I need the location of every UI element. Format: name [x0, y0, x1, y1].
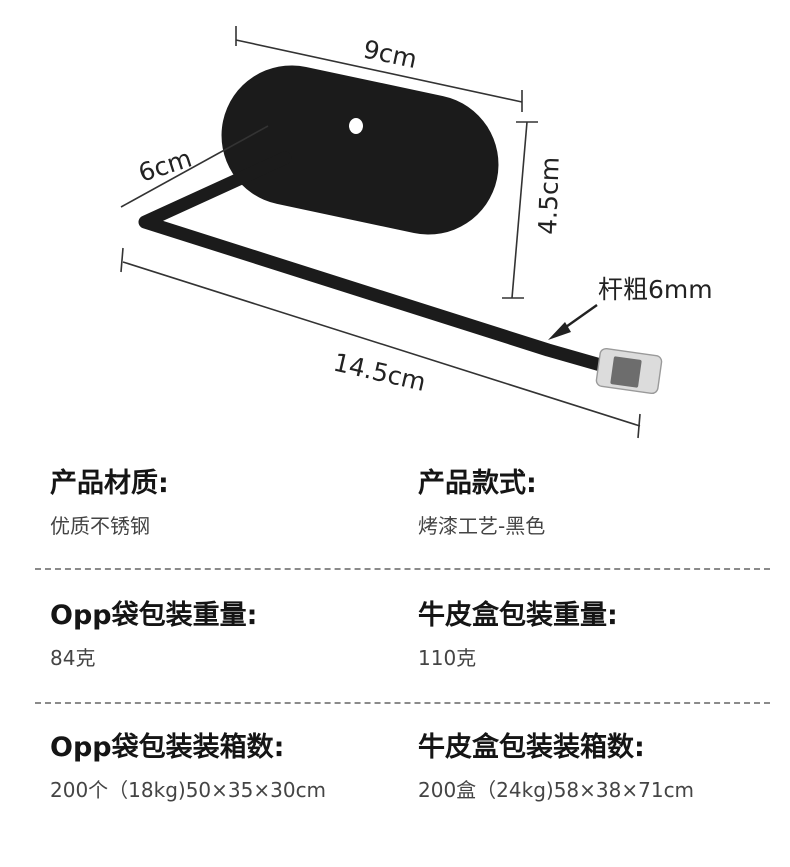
spec-opp-box-label: Opp袋包装装箱数:	[50, 732, 285, 763]
wall-plate	[221, 65, 499, 243]
spec-style: 产品款式: 烤漆工艺-黑色	[418, 450, 545, 540]
spec-opp-weight-label: Opp袋包装重量:	[50, 600, 258, 631]
screw-hole-top-icon	[349, 118, 363, 134]
dimension-arm-label: 6cm	[135, 143, 195, 187]
spec-row-material: 产品材质: 优质不锈钢 产品款式: 烤漆工艺-黑色	[0, 450, 790, 582]
spec-kraft-weight-value: 110克	[418, 646, 477, 670]
spec-kraft-box-value: 200盒（24kg)58×38×71cm	[418, 778, 695, 802]
spec-kraft-box: 牛皮盒包装装箱数: 200盒（24kg)58×38×71cm	[418, 714, 694, 804]
product-diagram: 9cm 4.5cm 6cm	[120, 26, 713, 439]
dimension-line-width	[235, 26, 523, 112]
dashed-divider	[35, 568, 770, 570]
screw-hole-bottom-icon	[347, 227, 361, 243]
spec-opp-weight: Opp袋包装重量: 84克	[50, 582, 257, 672]
spec-row-boxing: Opp袋包装装箱数: 200个（18kg)50×35×30cm 牛皮盒包装装箱数…	[0, 714, 790, 846]
spec-opp-box: Opp袋包装装箱数: 200个（18kg)50×35×30cm	[50, 714, 326, 804]
spec-row-weight: Opp袋包装重量: 84克 牛皮盒包装重量: 110克	[0, 582, 790, 714]
rod-thickness-arrow-icon	[548, 304, 598, 340]
spec-style-label: 产品款式:	[418, 468, 537, 499]
holder-rod	[138, 151, 611, 373]
dimension-height-label: 4.5cm	[533, 156, 565, 235]
rod-thickness-label: 杆粗6mm	[598, 275, 713, 304]
spec-opp-weight-value: 84克	[50, 646, 96, 670]
spec-kraft-weight: 牛皮盒包装重量: 110克	[418, 582, 618, 672]
spec-opp-box-value: 200个（18kg)50×35×30cm	[50, 778, 327, 802]
rod-end-cap-icon	[595, 347, 663, 395]
spec-style-value: 烤漆工艺-黑色	[418, 514, 546, 538]
spec-table: 产品材质: 优质不锈钢 产品款式: 烤漆工艺-黑色 Opp袋包装重量: 84克 …	[0, 450, 790, 846]
spec-kraft-box-label: 牛皮盒包装装箱数:	[418, 732, 645, 763]
spec-material: 产品材质: 优质不锈钢	[50, 450, 169, 540]
spec-material-value: 优质不锈钢	[50, 514, 150, 538]
dashed-divider	[35, 702, 770, 704]
dimension-line-arm	[120, 125, 269, 208]
dimension-line-height	[502, 121, 538, 299]
spec-kraft-weight-label: 牛皮盒包装重量:	[418, 600, 618, 631]
dimension-line-length	[120, 247, 641, 439]
spec-material-label: 产品材质:	[50, 468, 169, 499]
